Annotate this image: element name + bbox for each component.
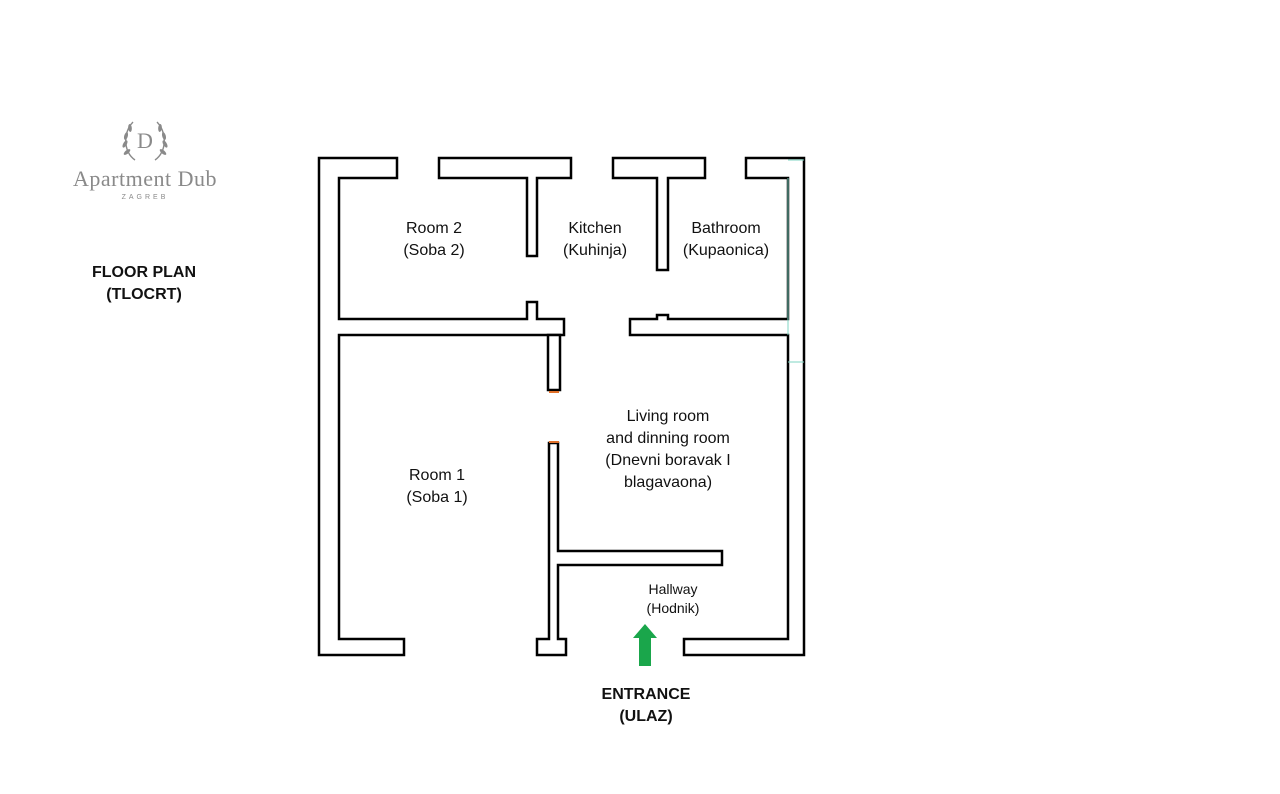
living-room-local-name: (Dnevni boravak I xyxy=(605,452,731,469)
hallway-name: Hallway xyxy=(648,581,698,597)
room2-label: Room 2 (Soba 2) xyxy=(403,218,464,262)
wall-stub-upper xyxy=(546,333,562,392)
kitchen-name: Kitchen xyxy=(568,220,622,237)
bathroom-local-name: (Kupaonica) xyxy=(682,242,770,259)
floor-plan-title-line1: FLOOR PLAN xyxy=(92,264,196,281)
floor-plan-title: FLOOR PLAN (TLOCRT) xyxy=(60,262,228,306)
door-mark xyxy=(549,391,559,393)
wall-top-kitchen xyxy=(437,156,573,258)
outer-wall-left xyxy=(317,156,566,657)
wall-top-bathroom xyxy=(611,156,707,272)
floor-plan-title-line2: (TLOCRT) xyxy=(106,286,182,303)
room2-name: Room 2 xyxy=(405,220,463,237)
entrance-local-name: (ULAZ) xyxy=(619,708,673,725)
logo-letter: D xyxy=(137,128,153,153)
bathroom-label: Bathroom (Kupaonica) xyxy=(683,218,769,262)
kitchen-local-name: (Kuhinja) xyxy=(562,242,628,259)
living-room-name-2: and dinning room xyxy=(606,430,730,447)
kitchen-label: Kitchen (Kuhinja) xyxy=(563,218,627,262)
logo-city: ZAGREB xyxy=(121,194,169,201)
entrance-name: ENTRANCE xyxy=(601,686,691,703)
logo-name: Apartment Dub xyxy=(73,166,217,191)
door-mark xyxy=(549,441,559,443)
wall-room1-hallway xyxy=(535,441,724,657)
laurel-wreath-icon: D xyxy=(122,121,168,161)
apartment-logo: D Apartment Dub ZAGREB xyxy=(55,118,235,201)
entrance-arrow-icon xyxy=(633,624,657,666)
living-room-name: Living room xyxy=(626,408,710,425)
hallway-label: Hallway (Hodnik) xyxy=(647,580,700,618)
living-room-local-name-2: blagavaona) xyxy=(623,474,713,491)
room1-label: Room 1 (Soba 1) xyxy=(406,465,467,509)
living-room-label: Living room and dinning room (Dnevni bor… xyxy=(605,406,730,494)
hallway-local-name: (Hodnik) xyxy=(646,600,700,616)
room1-local-name: (Soba 1) xyxy=(406,489,468,506)
room2-local-name: (Soba 2) xyxy=(403,242,465,259)
entrance-label: ENTRANCE (ULAZ) xyxy=(602,684,691,728)
bathroom-name: Bathroom xyxy=(691,220,761,237)
room1-name: Room 1 xyxy=(408,467,466,484)
